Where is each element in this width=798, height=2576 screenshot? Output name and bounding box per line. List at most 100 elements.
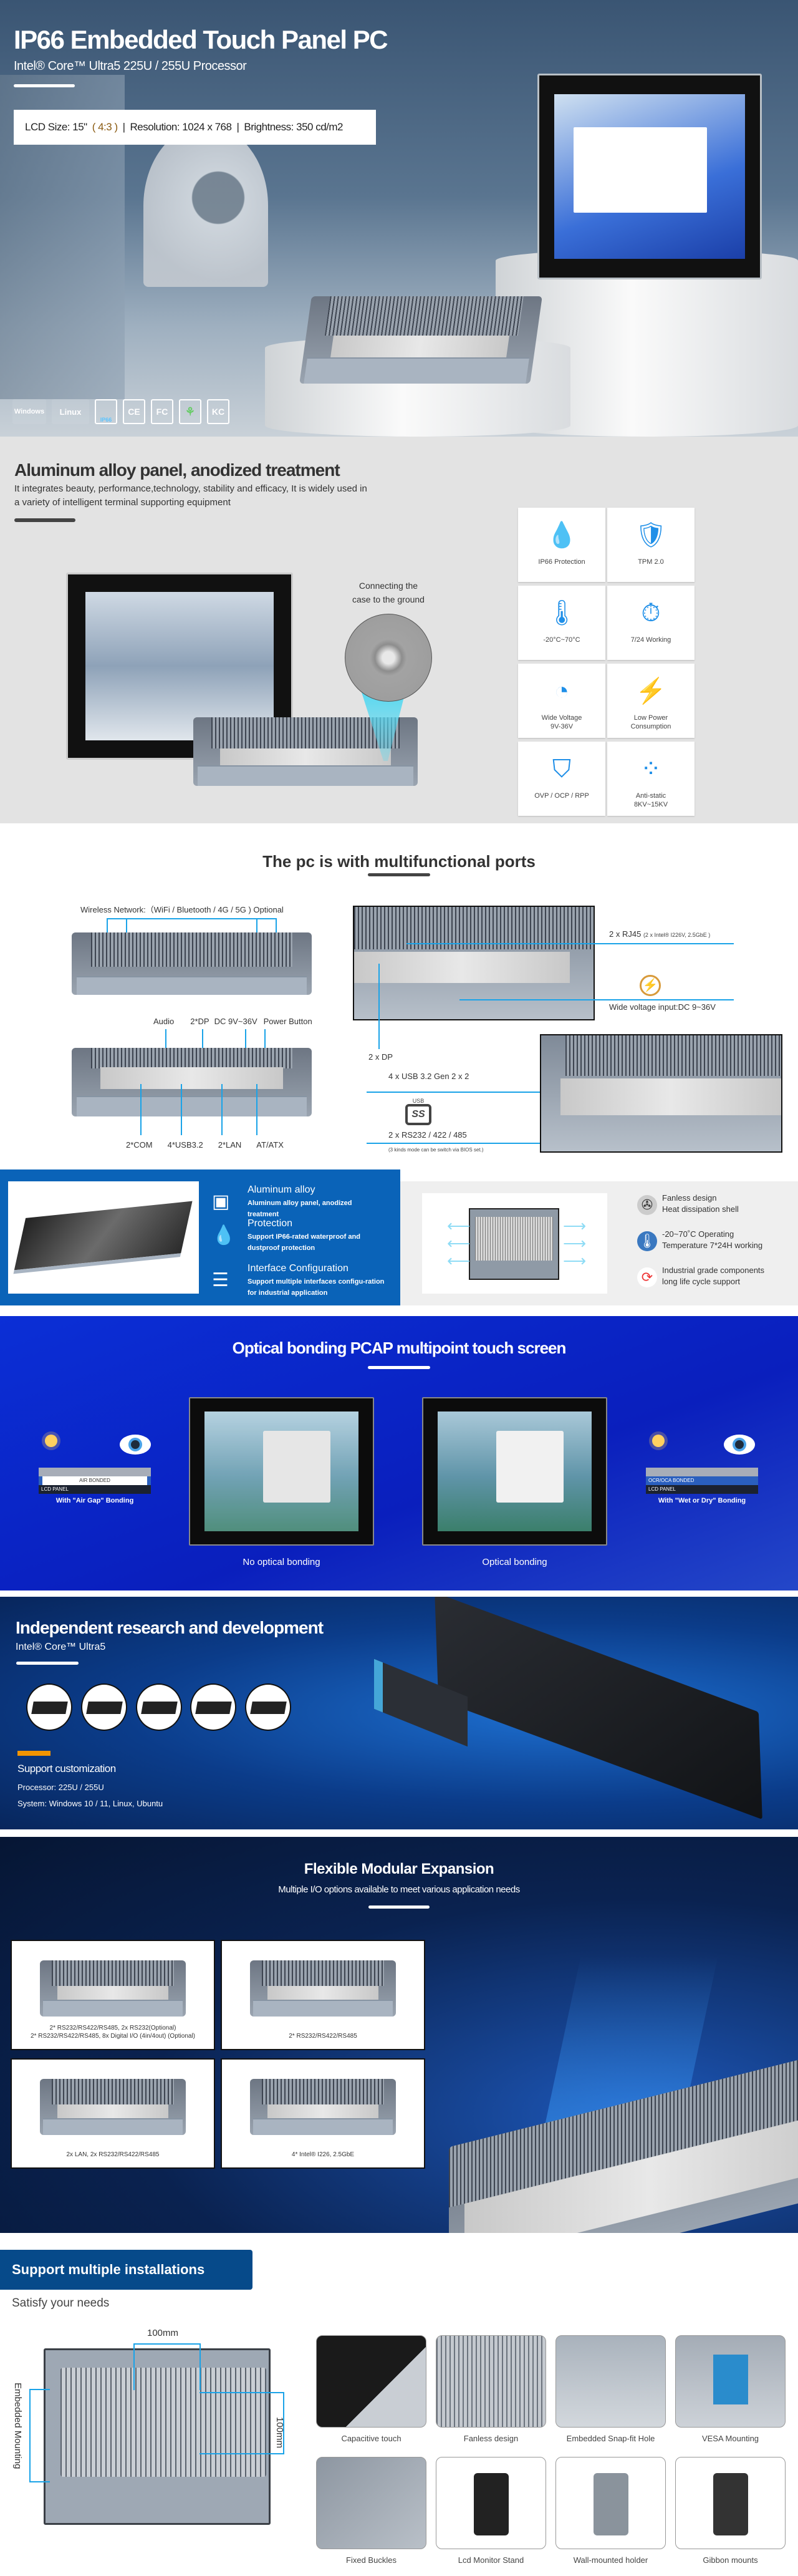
- ce-logo: CE: [123, 399, 145, 424]
- label-power-button: Power Button: [263, 1017, 312, 1026]
- usb-label: 4 x USB 3.2 Gen 2 x 2: [388, 1072, 469, 1081]
- ct-scanner-image: [143, 125, 268, 287]
- linux-logo: Linux: [52, 399, 89, 424]
- installation-tile-lcd-monitor-stand: [436, 2457, 546, 2549]
- module-caption: 2* RS232/RS422/RS485: [222, 2032, 424, 2040]
- static-dots-icon: ⁘: [640, 755, 661, 783]
- tile-label: Wall-mounted holder: [573, 2555, 648, 2565]
- module-com-image: [26, 1683, 72, 1731]
- tile-label: Gibbon mounts: [703, 2555, 758, 2565]
- eye-icon: [724, 1435, 755, 1455]
- caption-line: 4* Intel® I226, 2.5GbE: [291, 2151, 355, 2158]
- separator: |: [236, 121, 239, 133]
- tile-label: Embedded Snap-fit Hole: [566, 2434, 655, 2443]
- feature-label: Consumption: [630, 723, 671, 730]
- io-closeup-com-usb: [540, 1034, 782, 1153]
- installation-tile-fanless-design: [436, 2335, 546, 2428]
- feature-title: Aluminum alloy: [248, 1184, 315, 1195]
- description-line: a variety of intelligent terminal suppor…: [14, 497, 231, 508]
- divider: [368, 1905, 430, 1909]
- wide-voltage-label: Wide voltage input:DC 9~36V: [609, 1002, 716, 1012]
- lcd-panel-layer: LCD PANEL: [39, 1485, 151, 1494]
- certification-logos: Windows Linux IP66 CE FC ⚘ KC: [12, 399, 229, 424]
- panel-pc-rear-image: [299, 296, 542, 384]
- feature-title: Protection: [248, 1218, 293, 1229]
- screen-optical-bonding: [422, 1397, 607, 1546]
- system-text: System: Windows 10 / 11, Linux, Ubuntu: [17, 1799, 163, 1808]
- ports-section: The pc is with multifunctional ports Wir…: [0, 823, 798, 1160]
- motherboard-image: [435, 1597, 762, 1820]
- module-dio-image: [190, 1683, 236, 1731]
- section-title: The pc is with multifunctional ports: [262, 852, 536, 871]
- feature-label: -20°C~70°C: [543, 636, 580, 644]
- ocr-oca-layer: OCR/OCA BONDED: [646, 1476, 758, 1485]
- eye-icon: [120, 1435, 151, 1455]
- aspect-ratio: ( 4:3 ): [92, 121, 118, 133]
- usb-ss-icon: SS: [405, 1104, 431, 1125]
- section-description: It integrates beauty, performance,techno…: [14, 482, 367, 510]
- dimension-vertical: 100mm: [274, 2417, 285, 2449]
- pc-top-view-antennas: [72, 932, 312, 995]
- file-explorer-window: [573, 127, 707, 213]
- screen-no-optical-bonding: [189, 1397, 374, 1546]
- caption-line: 2* RS232/RS422/RS485, 8x Digital I/O (4i…: [30, 2033, 196, 2040]
- lightning-icon: ⚡: [640, 975, 661, 996]
- page-title: IP66 Embedded Touch Panel PC: [14, 25, 388, 54]
- label-com: 2*COM: [126, 1140, 153, 1150]
- feature-line: Heat dissipation shell: [662, 1204, 739, 1214]
- ground-screw-zoom: [345, 614, 432, 702]
- caption-line: case to the ground: [352, 594, 425, 604]
- feature-label: Anti-static: [635, 792, 666, 800]
- module-card: 2* RS232/RS422/RS485: [221, 1940, 425, 2050]
- battery-bolt-icon: ⚡: [635, 677, 666, 705]
- pc-io-image: [40, 2079, 186, 2136]
- embedded-mounting-label: Embedded Mounting: [12, 2383, 23, 2469]
- heatsink-airflow-image: ⟵⟵⟵ ⟶⟶⟶: [422, 1193, 607, 1294]
- pc-io-image: [40, 1960, 186, 2017]
- windows-logo: Windows: [12, 399, 46, 424]
- feature-card: 🌡-20°C~70°C: [518, 586, 605, 660]
- orange-bar: [17, 1751, 50, 1756]
- module-card: 4* Intel® I226, 2.5GbE: [221, 2058, 425, 2169]
- description-line: It integrates beauty, performance,techno…: [14, 483, 367, 494]
- tile-label: Fixed Buckles: [346, 2555, 397, 2565]
- top-port-labels: Audio 2*DP DC 9V~36V Power Button: [153, 1017, 312, 1026]
- research-section: Independent research and development Int…: [0, 1597, 798, 1829]
- caption-line: 2* RS232/RS422/RS485, 2x RS232(Optional): [49, 2025, 176, 2031]
- rj45-text: 2 x RJ45: [609, 929, 642, 939]
- feature-line: long life cycle support: [662, 1277, 741, 1286]
- rj45-note: (2 x Intel® I226V, 2.5GbE ): [643, 932, 711, 938]
- label-optical-bonding: Optical bonding: [482, 1557, 547, 1567]
- aluminum-section: Aluminum alloy panel, anodized treatment…: [0, 437, 798, 823]
- section-subtitle: Multiple I/O options available to meet v…: [278, 1884, 520, 1895]
- air-bonded-layer: AIR BONDED: [42, 1476, 147, 1485]
- vesa-plate: [713, 2355, 748, 2404]
- divider: [368, 1366, 430, 1369]
- hero-section: IP66 Embedded Touch Panel PC Intel® Core…: [0, 0, 798, 437]
- io-closeup-rj45: [353, 906, 595, 1020]
- kc-logo: KC: [207, 399, 229, 424]
- processor-subtitle: Intel® Core™ Ultra5 225U / 255U Processo…: [14, 59, 247, 73]
- mount-hardware-image: [713, 2473, 748, 2535]
- divider: [14, 84, 75, 87]
- optical-bonding-section: Optical bonding PCAP multipoint touch sc…: [0, 1316, 798, 1591]
- water-drop-icon: 💧: [546, 521, 577, 549]
- section-title: Flexible Modular Expansion: [304, 1861, 494, 1877]
- module-lan2-image: [81, 1683, 127, 1731]
- pc-io-image: [250, 2079, 396, 2136]
- gauge-icon: ◔: [554, 677, 570, 705]
- panel-pc-rear-image: [193, 717, 418, 786]
- tile-label: VESA Mounting: [701, 2434, 759, 2443]
- label-at-atx: AT/ATX: [256, 1140, 284, 1150]
- feature-card: ⛉OVP / OCP / RPP: [518, 742, 605, 816]
- section-subtitle: Intel® Core™ Ultra5: [16, 1642, 106, 1652]
- feature-label: TPM 2.0: [638, 558, 664, 566]
- feature-label: 9V-36V: [550, 723, 574, 730]
- feature-card: 💧IP66 Protection: [518, 508, 605, 582]
- ip66-logo: IP66: [95, 399, 117, 424]
- caption-line: 2* RS232/RS422/RS485: [289, 2033, 357, 2040]
- installation-tile-wall-mounted-holder: [555, 2457, 666, 2549]
- installation-banner: Support multiple installations: [0, 2250, 252, 2290]
- rs-label: 2 x RS232 / 422 / 485: [388, 1130, 467, 1140]
